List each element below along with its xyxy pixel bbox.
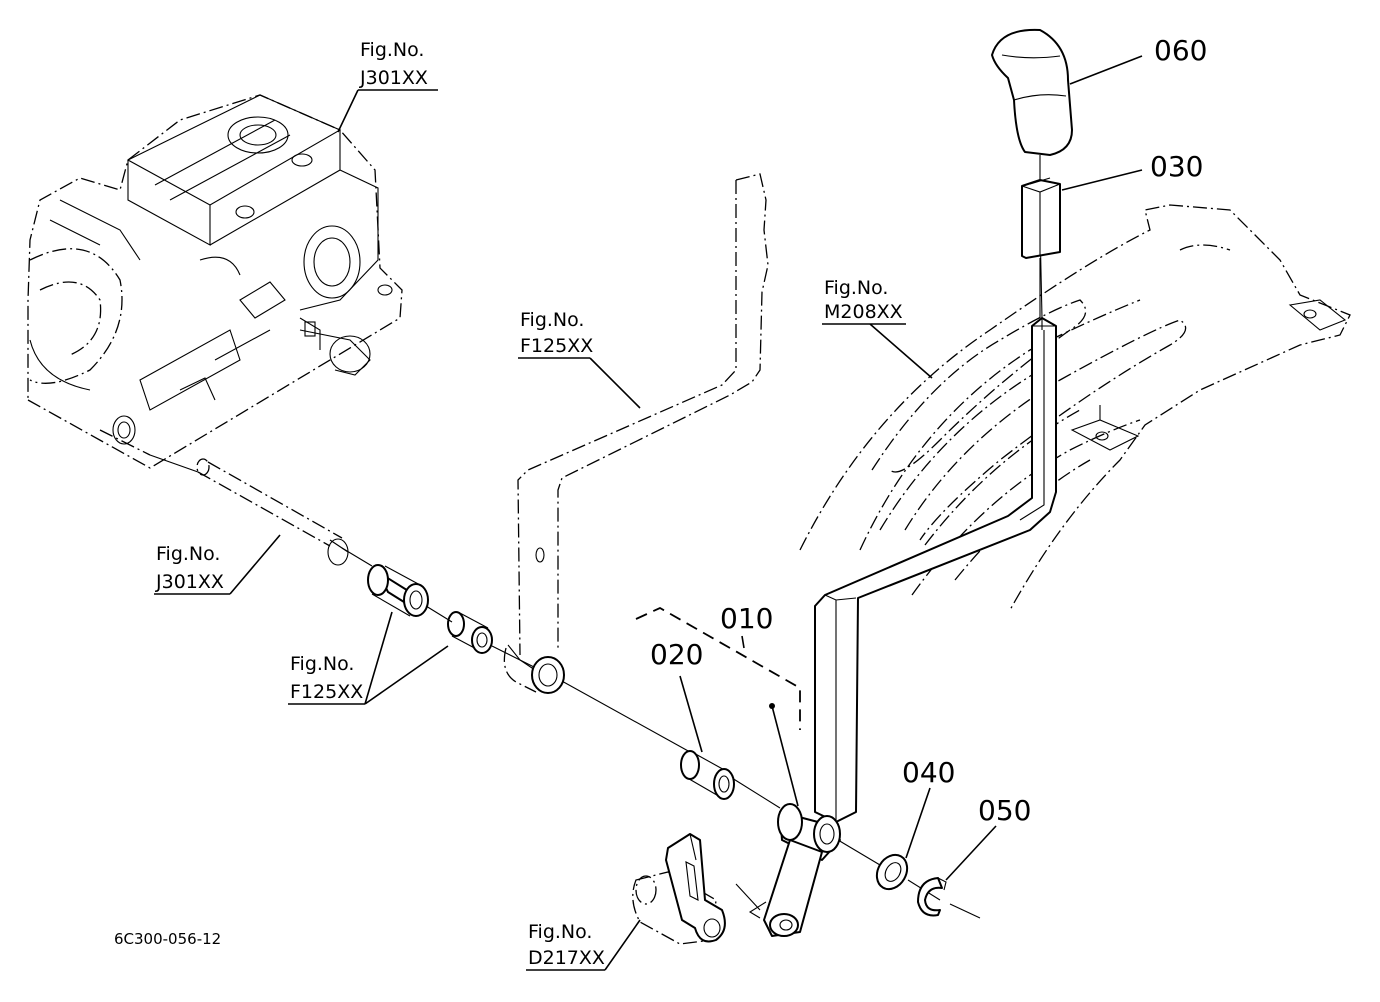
console-plate-drawing bbox=[799, 204, 1351, 611]
part-label-060: 060 bbox=[1154, 34, 1207, 67]
fig-ref-code: J301XX bbox=[359, 67, 428, 89]
collar-020-drawing bbox=[680, 750, 735, 800]
part-label-040: 040 bbox=[902, 756, 955, 789]
part-label-020: 020 bbox=[650, 638, 703, 671]
fig-ref-code: M208XX bbox=[824, 301, 903, 323]
fig-ref-prefix: Fig.No. bbox=[520, 309, 584, 331]
fig-ref-prefix: Fig.No. bbox=[360, 39, 424, 61]
drawing-code: 6C300-056-12 bbox=[114, 930, 221, 948]
fig-ref-j301-shaft: Fig.No. J301XX bbox=[155, 543, 224, 593]
fig-ref-prefix: Fig.No. bbox=[528, 921, 592, 943]
fig-ref-code: F125XX bbox=[290, 681, 363, 703]
fig-ref-d217: Fig.No. D217XX bbox=[528, 921, 605, 969]
leader-lines bbox=[154, 55, 1143, 971]
bushing-small-drawing bbox=[447, 611, 493, 654]
fig-ref-prefix: Fig.No. bbox=[824, 277, 888, 299]
snap-ring-050-drawing bbox=[917, 877, 947, 917]
fig-ref-prefix: Fig.No. bbox=[156, 543, 220, 565]
fig-ref-f125-bushings: Fig.No. F125XX bbox=[290, 653, 363, 703]
part-label-030: 030 bbox=[1150, 150, 1203, 183]
fig-ref-f125-lever: Fig.No. F125XX bbox=[520, 309, 593, 357]
fig-ref-code: J301XX bbox=[155, 571, 224, 593]
part-label-010: 010 bbox=[720, 602, 773, 635]
fork-link-drawing bbox=[632, 833, 726, 945]
insert-030-drawing bbox=[1021, 155, 1061, 318]
bushing-large-drawing bbox=[367, 564, 429, 617]
fig-ref-code: F125XX bbox=[520, 335, 593, 357]
washer-040-drawing bbox=[875, 853, 909, 891]
fig-ref-m208: Fig.No. M208XX bbox=[824, 277, 903, 323]
fig-ref-code: D217XX bbox=[528, 947, 605, 969]
fig-ref-prefix: Fig.No. bbox=[290, 653, 354, 675]
reference-lever-drawing bbox=[503, 173, 769, 694]
fig-ref-j301-top: Fig.No. J301XX bbox=[359, 39, 428, 89]
transmission-housing-drawing bbox=[27, 94, 403, 469]
part-label-050: 050 bbox=[978, 794, 1031, 827]
knob-060-drawing bbox=[991, 28, 1073, 156]
shift-lever-drawing bbox=[748, 225, 1057, 937]
